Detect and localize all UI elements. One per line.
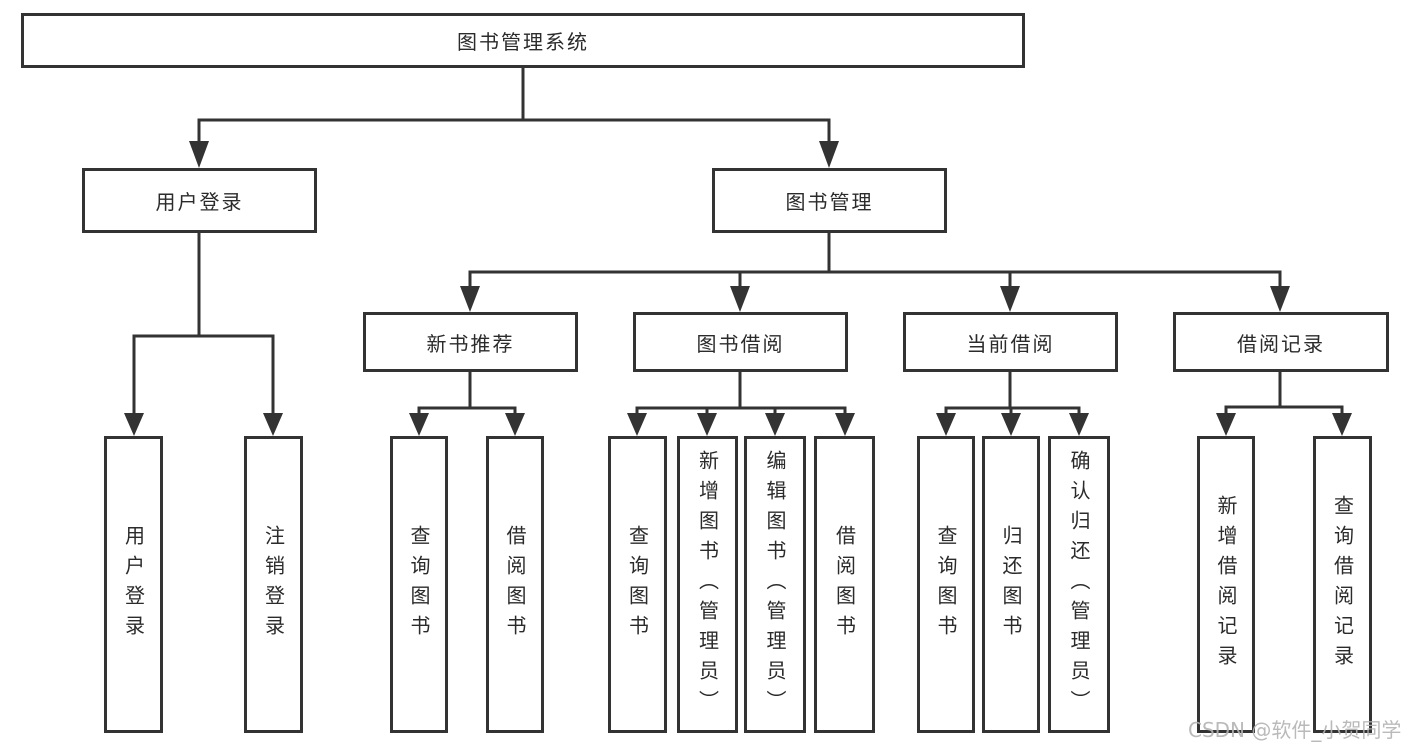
arrowheads xyxy=(124,141,1352,436)
node-new-book-recommend: 新书推荐 xyxy=(363,312,578,372)
node-leaf-query-books-3: 查询图书 xyxy=(917,436,975,733)
node-user-login-label: 用户登录 xyxy=(155,190,244,214)
node-leaf-return-book-label: 归还图书 xyxy=(999,524,1023,645)
node-leaf-add-borrow-record: 新增借阅记录 xyxy=(1197,436,1255,733)
node-book-borrowing: 图书借阅 xyxy=(633,312,848,372)
node-root-label: 图书管理系统 xyxy=(457,30,589,54)
node-leaf-query-borrow-record-label: 查询借阅记录 xyxy=(1330,494,1355,675)
node-leaf-query-books-1-label: 查询图书 xyxy=(407,524,431,645)
node-leaf-query-books-1: 查询图书 xyxy=(390,436,448,733)
node-current-borrowing-label: 当前借阅 xyxy=(966,331,1055,356)
csdn-watermark: CSDN @软件_小贺同学 xyxy=(1188,718,1402,742)
node-leaf-add-book-admin-label: 新增图书（管理员） xyxy=(695,449,720,720)
node-leaf-logout-label: 注销登录 xyxy=(261,524,286,645)
node-leaf-confirm-return-admin: 确认归还（管理员） xyxy=(1048,436,1110,733)
node-leaf-borrow-books-2-label: 借阅图书 xyxy=(832,524,857,645)
node-leaf-borrow-books-1-label: 借阅图书 xyxy=(503,524,527,645)
connector-paths xyxy=(132,66,1344,418)
node-root: 图书管理系统 xyxy=(21,13,1025,68)
node-new-book-recommend-label: 新书推荐 xyxy=(426,331,515,356)
node-leaf-query-books-2-label: 查询图书 xyxy=(625,524,650,645)
node-leaf-logout: 注销登录 xyxy=(244,436,303,733)
node-borrowing-records: 借阅记录 xyxy=(1173,312,1389,372)
node-book-management-label: 图书管理 xyxy=(785,190,874,214)
node-leaf-user-login: 用户登录 xyxy=(104,436,163,733)
node-leaf-query-borrow-record: 查询借阅记录 xyxy=(1313,436,1372,733)
node-user-login: 用户登录 xyxy=(82,168,317,233)
node-book-borrowing-label: 图书借阅 xyxy=(696,331,785,356)
node-leaf-confirm-return-admin-label: 确认归还（管理员） xyxy=(1067,449,1091,720)
node-leaf-edit-book-admin-label: 编辑图书（管理员） xyxy=(763,449,787,720)
node-leaf-borrow-books-1: 借阅图书 xyxy=(486,436,544,733)
node-leaf-edit-book-admin: 编辑图书（管理员） xyxy=(744,436,806,733)
node-borrowing-records-label: 借阅记录 xyxy=(1237,331,1325,356)
node-book-management: 图书管理 xyxy=(712,168,947,233)
node-leaf-add-book-admin: 新增图书（管理员） xyxy=(677,436,738,733)
node-current-borrowing: 当前借阅 xyxy=(903,312,1118,372)
node-leaf-return-book: 归还图书 xyxy=(982,436,1040,733)
node-leaf-user-login-label: 用户登录 xyxy=(121,524,146,645)
node-leaf-query-books-3-label: 查询图书 xyxy=(934,524,958,645)
node-leaf-borrow-books-2: 借阅图书 xyxy=(814,436,875,733)
node-leaf-query-books-2: 查询图书 xyxy=(608,436,667,733)
node-leaf-add-borrow-record-label: 新增借阅记录 xyxy=(1214,494,1238,675)
